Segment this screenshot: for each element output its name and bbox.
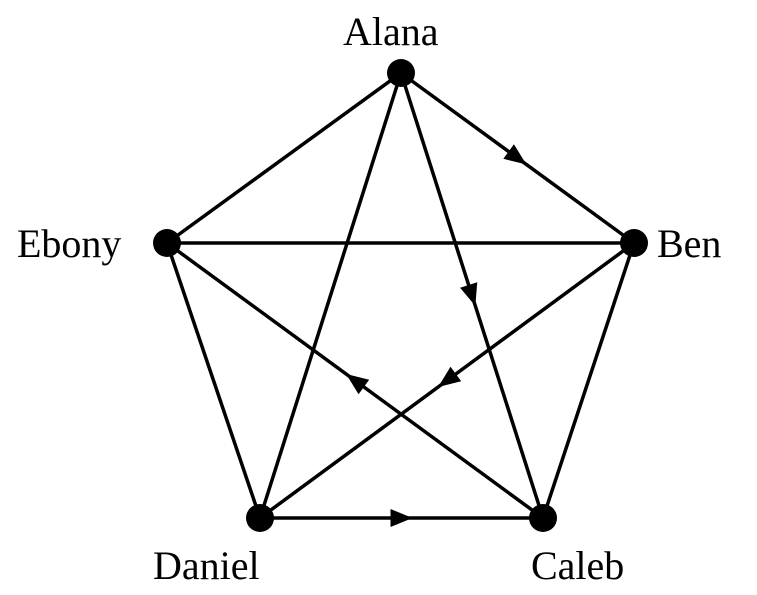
node-ben [620, 229, 648, 257]
arrow-icon-ben-daniel [438, 366, 462, 388]
arrow-icon-daniel-caleb [390, 509, 413, 527]
node-label-ben: Ben [657, 221, 722, 266]
node-label-ebony: Ebony [17, 221, 122, 266]
node-alana [387, 59, 415, 87]
arrow-icon-caleb-ebony [346, 374, 370, 395]
node-label-daniel: Daniel [153, 543, 260, 588]
node-daniel [246, 504, 274, 532]
edge-alana-daniel [258, 72, 403, 519]
node-label-alana: Alana [343, 9, 439, 54]
node-caleb [529, 504, 557, 532]
edge-ben-caleb [541, 242, 636, 519]
node-label-caleb: Caleb [531, 543, 625, 588]
arrow-icon-alana-caleb [460, 282, 478, 306]
edge-ebony-daniel [165, 242, 262, 519]
arrow-icon-alana-ben [503, 144, 527, 165]
node-ebony [153, 229, 181, 257]
edge-alana-ebony [165, 71, 403, 245]
